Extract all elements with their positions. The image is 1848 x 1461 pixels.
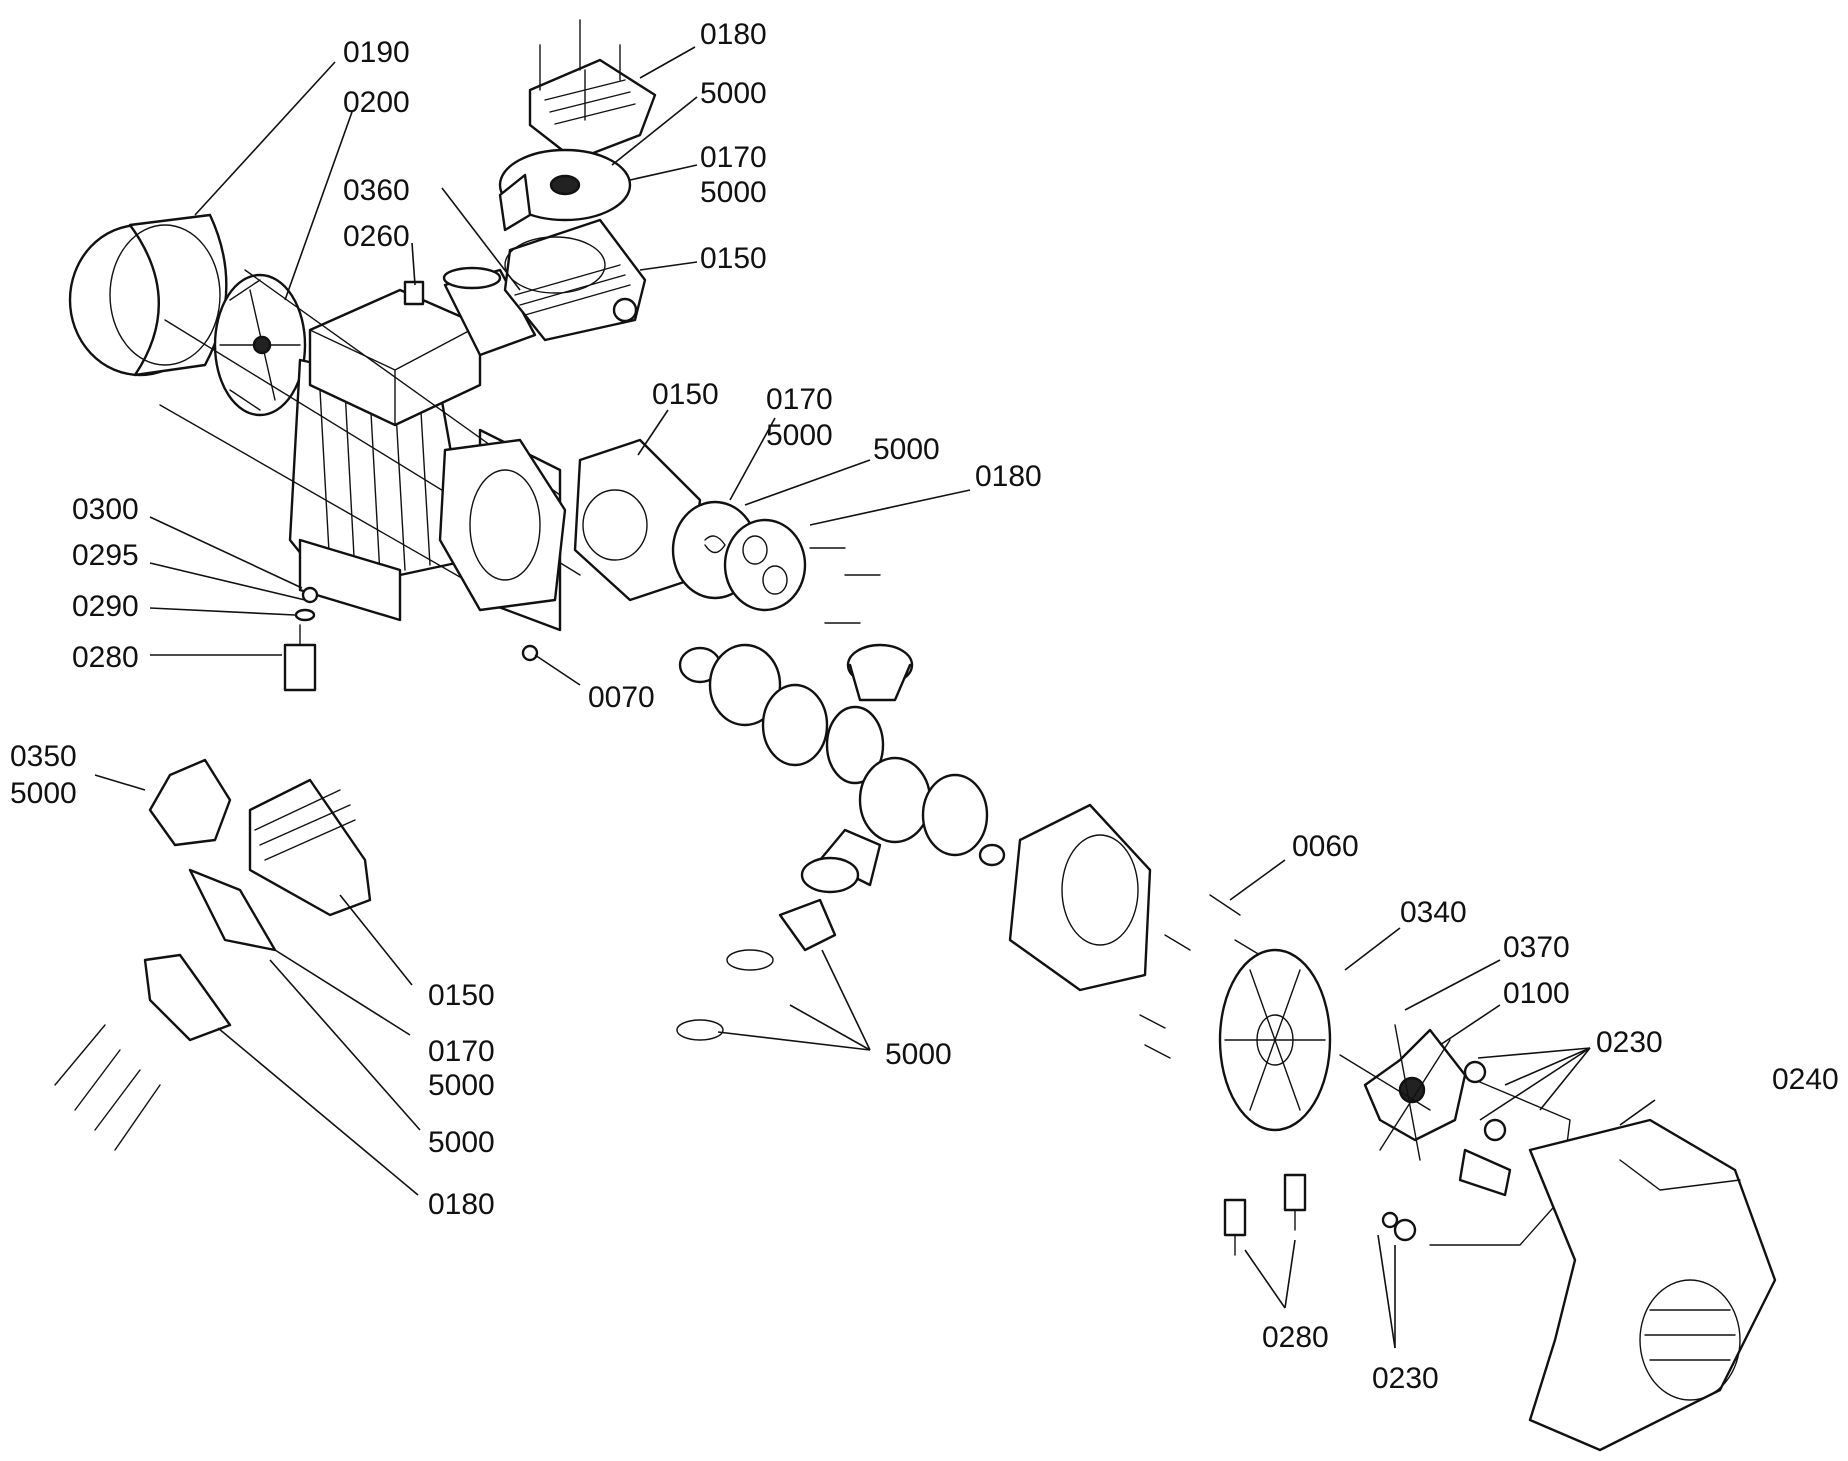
mid-valve-plates [671, 500, 807, 612]
loose-bolts [54, 1024, 161, 1151]
label-0360: 0360 [343, 174, 410, 207]
label-5000-top2: 5000 [700, 176, 767, 209]
label-0180-mid: 0180 [975, 460, 1042, 493]
parts-drawing [54, 19, 1777, 1452]
mid-head-bolts [809, 547, 881, 624]
upper-valve-plate [498, 148, 632, 232]
crank-assembly [678, 643, 989, 894]
label-5000-center: 5000 [885, 1038, 952, 1071]
crankcase [438, 438, 567, 612]
label-5000-left3: 5000 [428, 1126, 495, 1159]
label-0240: 0240 [1772, 1063, 1839, 1096]
label-0150-left: 0150 [428, 979, 495, 1012]
label-0350: 0350 [10, 740, 77, 773]
terminal-box [308, 288, 482, 427]
label-5000-left2: 5000 [428, 1069, 495, 1102]
left-rubber-foot [283, 586, 319, 692]
small-nut [521, 644, 539, 662]
label-0295: 0295 [72, 539, 139, 572]
label-0170-mid: 0170 [766, 383, 833, 416]
rear-crankcase-cover [978, 803, 1152, 992]
upper-cylinder [503, 218, 647, 342]
label-0170-left: 0170 [428, 1035, 495, 1068]
label-0200: 0200 [343, 86, 410, 119]
label-0150-mid: 0150 [652, 378, 719, 411]
label-0230-right: 0230 [1596, 1026, 1663, 1059]
capacitor [442, 266, 537, 357]
label-0280-left: 0280 [72, 641, 139, 674]
label-5000-mid2: 5000 [873, 433, 940, 466]
label-0060: 0060 [1292, 830, 1359, 863]
leader-lines [94, 46, 1656, 1349]
label-0370: 0370 [1503, 931, 1570, 964]
label-5000-mid: 5000 [766, 419, 833, 452]
fan-cover-ring [68, 213, 228, 377]
label-0180-top: 0180 [700, 18, 767, 51]
end-shroud [1528, 1118, 1777, 1452]
label-0150-top: 0150 [700, 242, 767, 275]
rear-bolts [1139, 894, 1261, 1059]
upper-cylinder-head [528, 19, 657, 162]
label-0260: 0260 [343, 220, 410, 253]
label-0290: 0290 [72, 590, 139, 623]
label-0100: 0100 [1503, 977, 1570, 1010]
label-0280-bottom: 0280 [1262, 1321, 1329, 1354]
motor-fan [213, 273, 307, 417]
rubber-feet [1223, 1173, 1307, 1256]
label-5000-left: 5000 [10, 777, 77, 810]
label-0180-left: 0180 [428, 1188, 495, 1221]
label-0300: 0300 [72, 493, 139, 526]
left-cylinder-head [143, 758, 372, 1042]
label-0070: 0070 [588, 681, 655, 714]
flywheel-plate [1218, 948, 1332, 1132]
filter-element [1458, 1148, 1512, 1197]
label-0170-top: 0170 [700, 141, 767, 174]
connector [403, 280, 425, 306]
label-0340: 0340 [1400, 896, 1467, 929]
label-5000-top: 5000 [700, 77, 767, 110]
label-0230-bottom: 0230 [1372, 1362, 1439, 1395]
cooling-fan [1339, 1024, 1467, 1161]
piston-rings [676, 898, 837, 1041]
label-0190: 0190 [343, 36, 410, 69]
nuts [1381, 1060, 1507, 1242]
